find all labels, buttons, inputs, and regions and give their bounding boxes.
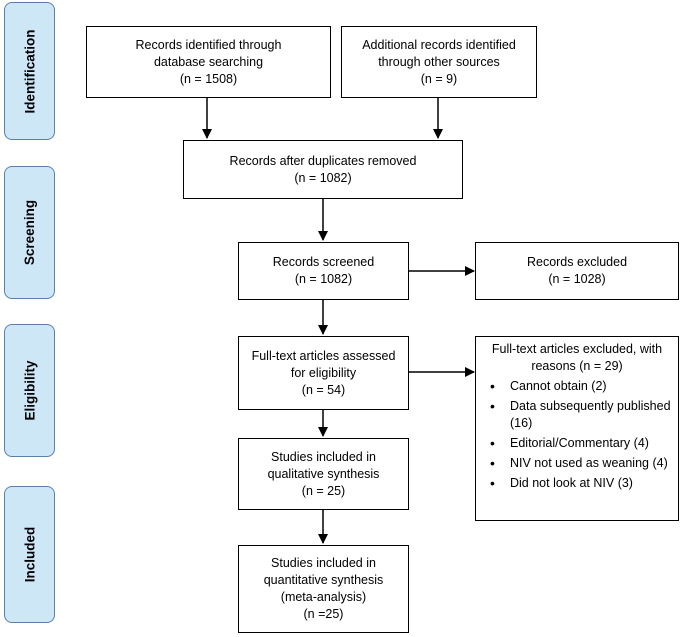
box-qualitative-synthesis: Studies included in qualitative synthesi… <box>238 438 409 510</box>
box-full-text-excluded: Full-text articles excluded, with reason… <box>475 336 679 521</box>
phase-included: Included <box>4 486 55 623</box>
list-item: Editorial/Commentary (4) <box>482 435 672 452</box>
phase-eligibility: Eligibility <box>4 324 55 457</box>
box-quantitative-synthesis: Studies included in quantitative synthes… <box>238 545 409 633</box>
exclusion-reasons-list: Cannot obtain (2) Data subsequently publ… <box>482 378 672 492</box>
list-item: NIV not used as weaning (4) <box>482 455 672 472</box>
box-after-duplicates: Records after duplicates removed (n = 10… <box>183 140 463 199</box>
box-other-sources: Additional records identified through ot… <box>341 26 537 98</box>
box-records-excluded: Records excluded (n = 1028) <box>475 242 679 300</box>
box-database-search: Records identified through database sear… <box>86 26 331 98</box>
box-records-screened: Records screened (n = 1082) <box>238 242 409 300</box>
box-full-text-assessed: Full-text articles assessed for eligibil… <box>238 336 409 410</box>
list-item: Data subsequently published (16) <box>482 398 672 432</box>
phase-screening: Screening <box>4 166 55 299</box>
phase-identification: Identification <box>4 2 55 140</box>
list-item: Did not look at NIV (3) <box>482 475 672 492</box>
list-item: Cannot obtain (2) <box>482 378 672 395</box>
